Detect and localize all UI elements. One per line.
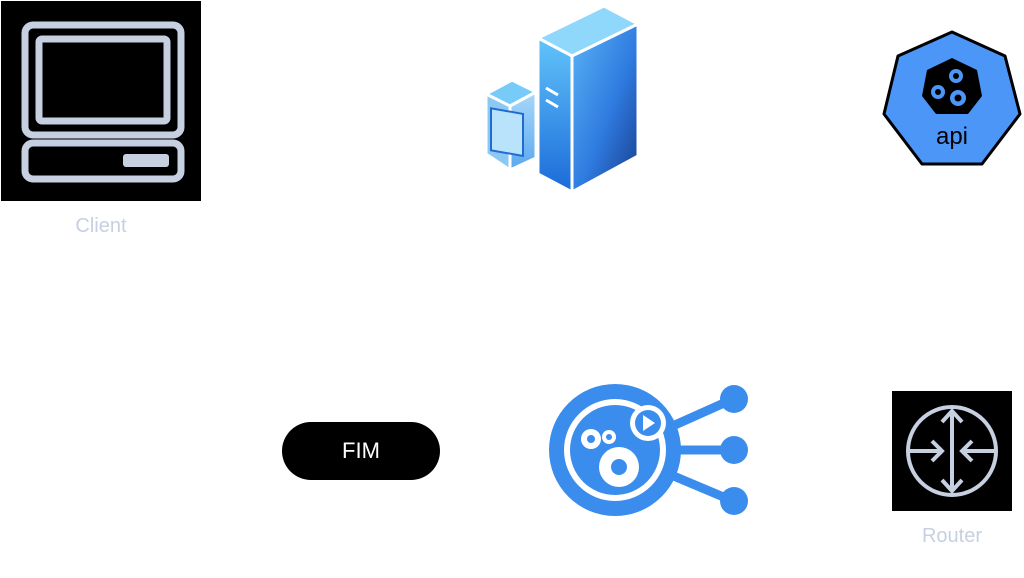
client-label: Client	[75, 215, 127, 237]
automation-hub-icon	[547, 383, 752, 521]
api-icon: api	[878, 28, 1024, 174]
api-label: api	[936, 123, 968, 150]
server-icon	[478, 2, 648, 197]
client-computer-icon	[1, 1, 201, 201]
fim-label: FIM	[342, 438, 380, 463]
fim-node: FIM	[282, 422, 440, 480]
router-label: Router	[921, 525, 983, 547]
router-icon	[892, 391, 1012, 511]
